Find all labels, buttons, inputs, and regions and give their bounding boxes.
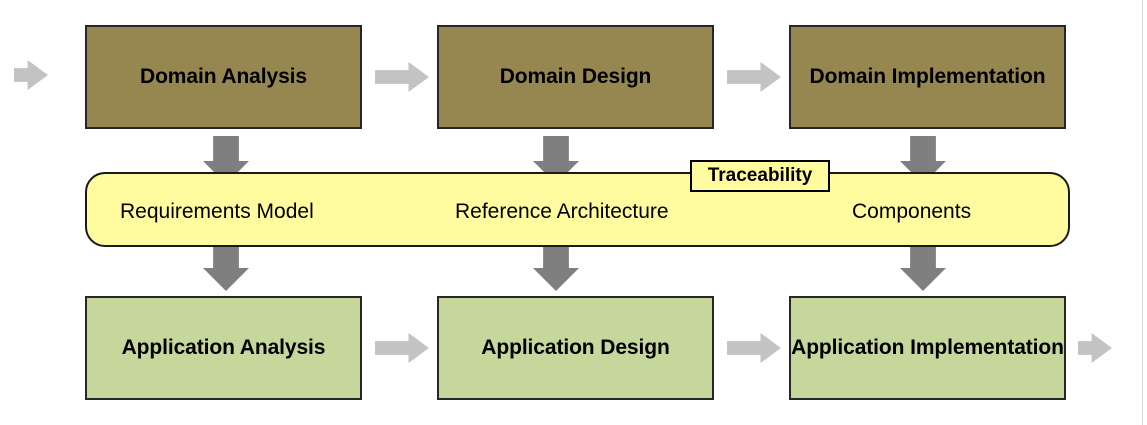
arrow-components-to-application-implementation	[900, 243, 946, 291]
box-domain-design-label: Domain Design	[499, 65, 652, 89]
arrow-into-domain-analysis	[14, 60, 48, 90]
box-application-implementation-label: Application Implementation	[791, 336, 1064, 360]
asset-requirements-model-label: Requirements Model	[120, 200, 314, 223]
box-domain-design[interactable]: Domain Design	[437, 25, 714, 129]
traceability-callout[interactable]: Traceability	[690, 160, 830, 192]
box-domain-analysis-label: Domain Analysis	[140, 65, 307, 89]
core-assets-bar: Requirements Model Reference Architectur…	[85, 172, 1070, 247]
box-domain-implementation[interactable]: Domain Implementation	[789, 25, 1066, 129]
arrow-requirements-model-to-application-analysis	[203, 243, 249, 291]
arrow-application-analysis-to-application-design	[375, 333, 429, 363]
box-application-analysis[interactable]: Application Analysis	[85, 296, 362, 400]
traceability-label: Traceability	[707, 165, 813, 186]
box-application-design[interactable]: Application Design	[437, 296, 714, 400]
box-application-implementation[interactable]: Application Implementation	[789, 296, 1066, 400]
arrow-reference-architecture-to-application-design	[533, 243, 579, 291]
asset-reference-architecture-label: Reference Architecture	[455, 200, 669, 223]
arrow-application-design-to-application-implementation	[727, 333, 781, 363]
arrow-domain-analysis-to-domain-design	[375, 62, 429, 92]
box-application-design-label: Application Design	[481, 336, 670, 360]
box-domain-analysis[interactable]: Domain Analysis	[85, 25, 362, 129]
page-edge-rule	[1142, 0, 1143, 425]
arrow-domain-design-to-domain-implementation	[727, 62, 781, 92]
asset-components-label: Components	[852, 200, 972, 223]
box-application-analysis-label: Application Analysis	[121, 336, 326, 360]
arrow-out-of-application-implementation	[1078, 333, 1112, 363]
box-domain-implementation-label: Domain Implementation	[809, 65, 1046, 89]
